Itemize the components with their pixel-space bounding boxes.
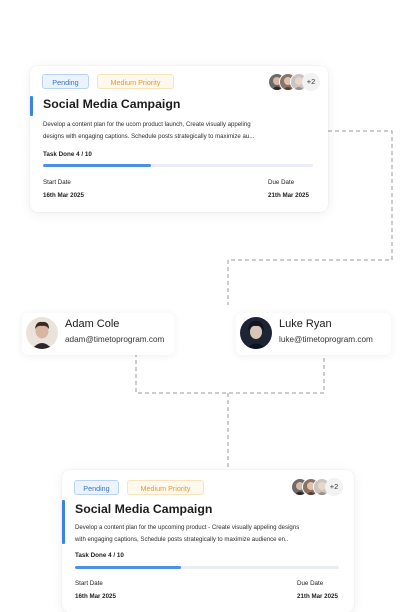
title-accent-bar <box>62 500 65 544</box>
description-line: with engaging captions, Schedule posts s… <box>75 535 289 543</box>
task-card-bottom[interactable]: Pending Medium Priority +2 Social Media … <box>62 470 354 612</box>
task-description: Develop a content plan for the ucom prod… <box>43 119 325 142</box>
priority-badge: Medium Priority <box>127 480 204 495</box>
extra-members-count[interactable]: +2 <box>302 73 320 91</box>
due-date-label: Due Date <box>268 179 295 186</box>
progress-label: Task Done 4 / 10 <box>43 151 92 158</box>
status-badge: Pending <box>74 480 119 495</box>
assignee-avatars[interactable]: +2 <box>291 478 347 496</box>
priority-badge: Medium Priority <box>97 74 174 89</box>
progress-fill <box>75 566 181 569</box>
avatar <box>240 317 272 349</box>
title-accent-bar <box>30 96 33 116</box>
task-title: Social Media Campaign <box>75 502 213 516</box>
person-name: Adam Cole <box>65 318 120 330</box>
status-badge: Pending <box>42 74 89 89</box>
due-date-label: Due Date <box>297 580 324 587</box>
due-date-value: 21th Mar 2025 <box>297 593 338 600</box>
person-email: luke@timetoprogram.com <box>279 335 373 344</box>
person-name: Luke Ryan <box>279 318 332 330</box>
task-description: Develop a content plan for the upcoming … <box>75 522 353 545</box>
assignee-avatars[interactable]: +2 <box>268 73 324 91</box>
task-card-top[interactable]: Pending Medium Priority +2 Social Media … <box>30 66 328 212</box>
extra-members-count[interactable]: +2 <box>325 478 343 496</box>
start-date-value: 16th Mar 2025 <box>75 593 116 600</box>
progress-bar <box>75 566 339 569</box>
task-title: Social Media Campaign <box>43 97 181 111</box>
person-card-adam[interactable]: Adam Cole adam@timetoprogram.com <box>22 313 174 355</box>
description-line: Develop a content plan for the ucom prod… <box>43 121 251 128</box>
description-line: Develop a content plan for the upcoming … <box>75 524 300 531</box>
description-line: designs with engaging captions. Schedule… <box>43 132 255 140</box>
due-date-value: 21th Mar 2025 <box>268 192 309 199</box>
start-date-value: 16th Mar 2025 <box>43 192 84 199</box>
person-email: adam@timetoprogram.com <box>65 335 165 344</box>
start-date-label: Start Date <box>75 580 103 587</box>
person-card-luke[interactable]: Luke Ryan luke@timetoprogram.com <box>236 313 391 355</box>
start-date-label: Start Date <box>43 179 71 186</box>
progress-label: Task Done 4 / 10 <box>75 552 124 559</box>
progress-bar <box>43 164 313 167</box>
avatar <box>26 317 58 349</box>
progress-fill <box>43 164 151 167</box>
